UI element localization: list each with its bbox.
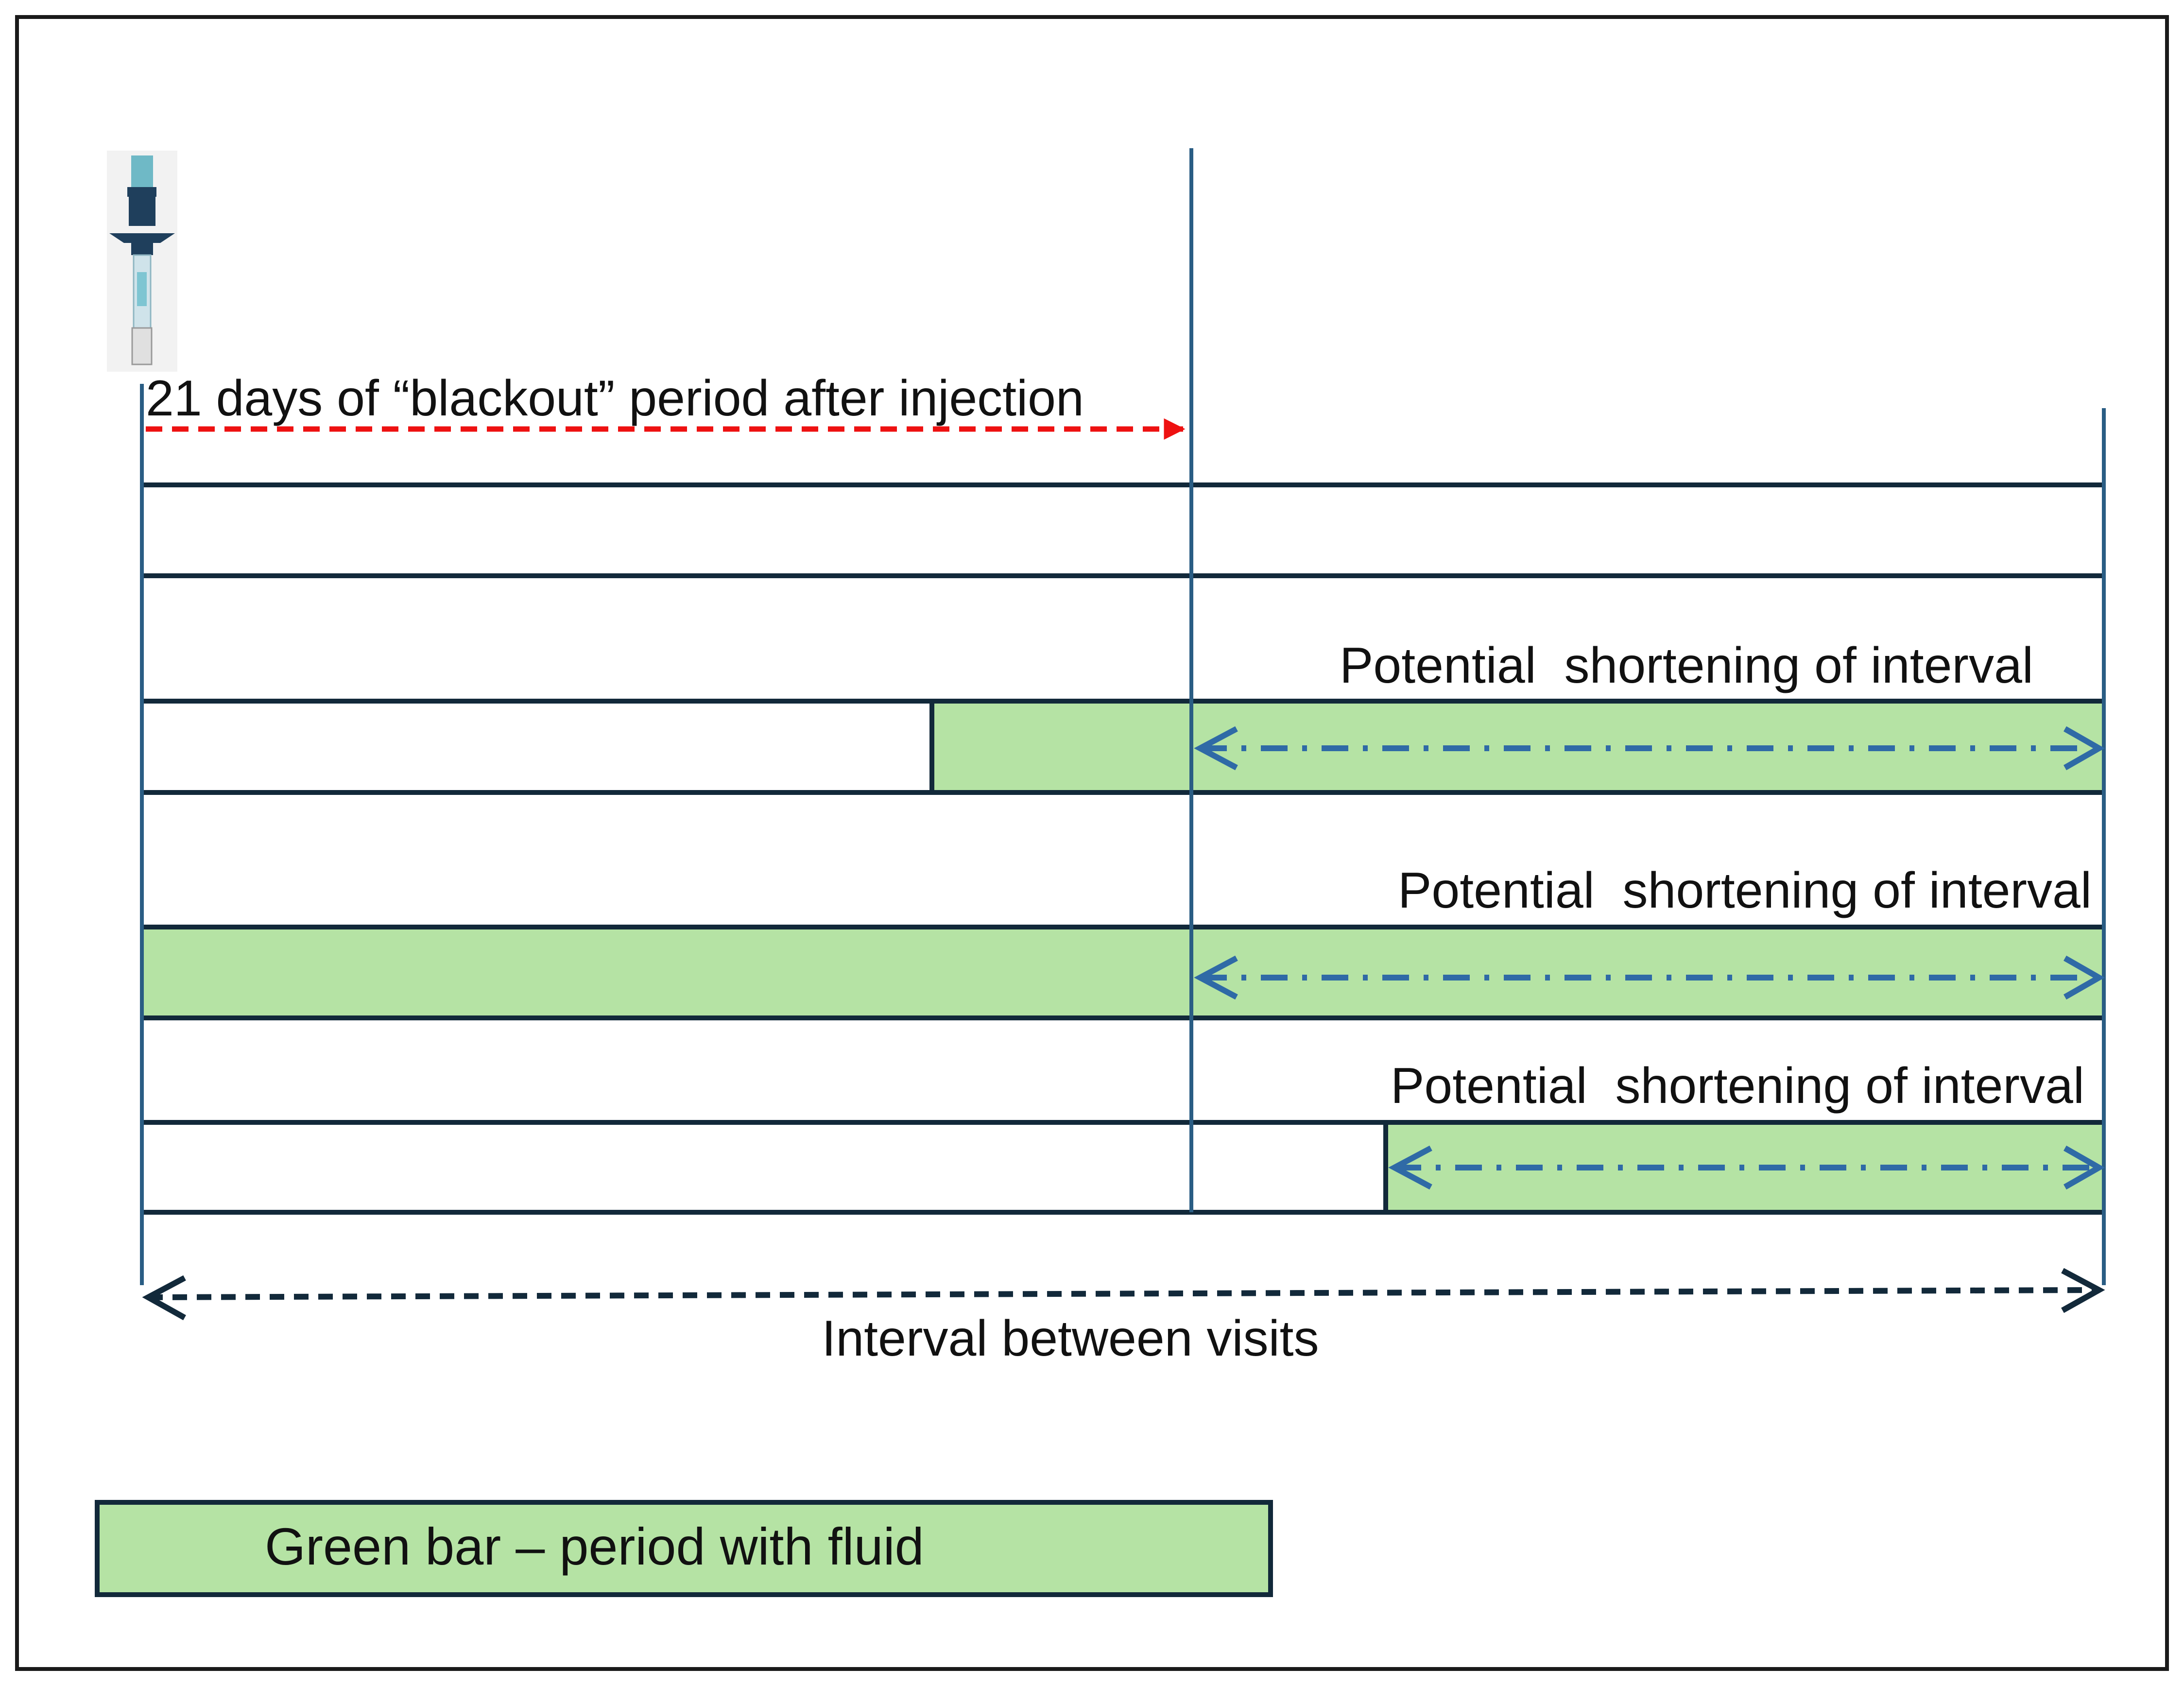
legend: Green bar – period with fluid [95, 1500, 1273, 1597]
legend-label: Green bar – period with fluid [265, 1517, 924, 1576]
shortening-arrow-row-3 [1194, 955, 2105, 1000]
fluid-bar-row-3 [142, 927, 2104, 1018]
outer-frame [15, 15, 2169, 1671]
shortening-arrow-row-2 [1194, 726, 2105, 771]
row-lines [142, 482, 2104, 1215]
shortening-label-row-2: Potential shortening of interval [1340, 637, 2033, 694]
interval-arrow [142, 1268, 2105, 1321]
legend-swatch [95, 1500, 1273, 1597]
blackout-period-label: 21 days of “blackout” period after injec… [146, 370, 1084, 427]
fluid-bar-row-4 [1386, 1122, 2104, 1212]
shortening-label-row-4: Potential shortening of interval [1391, 1058, 2084, 1114]
interval-label: Interval between visits [822, 1310, 1319, 1367]
injection-pen-icon [107, 151, 177, 372]
shortening-label-row-3: Potential shortening of interval [1398, 862, 2092, 919]
shortening-arrow-row-4 [1388, 1145, 2105, 1190]
